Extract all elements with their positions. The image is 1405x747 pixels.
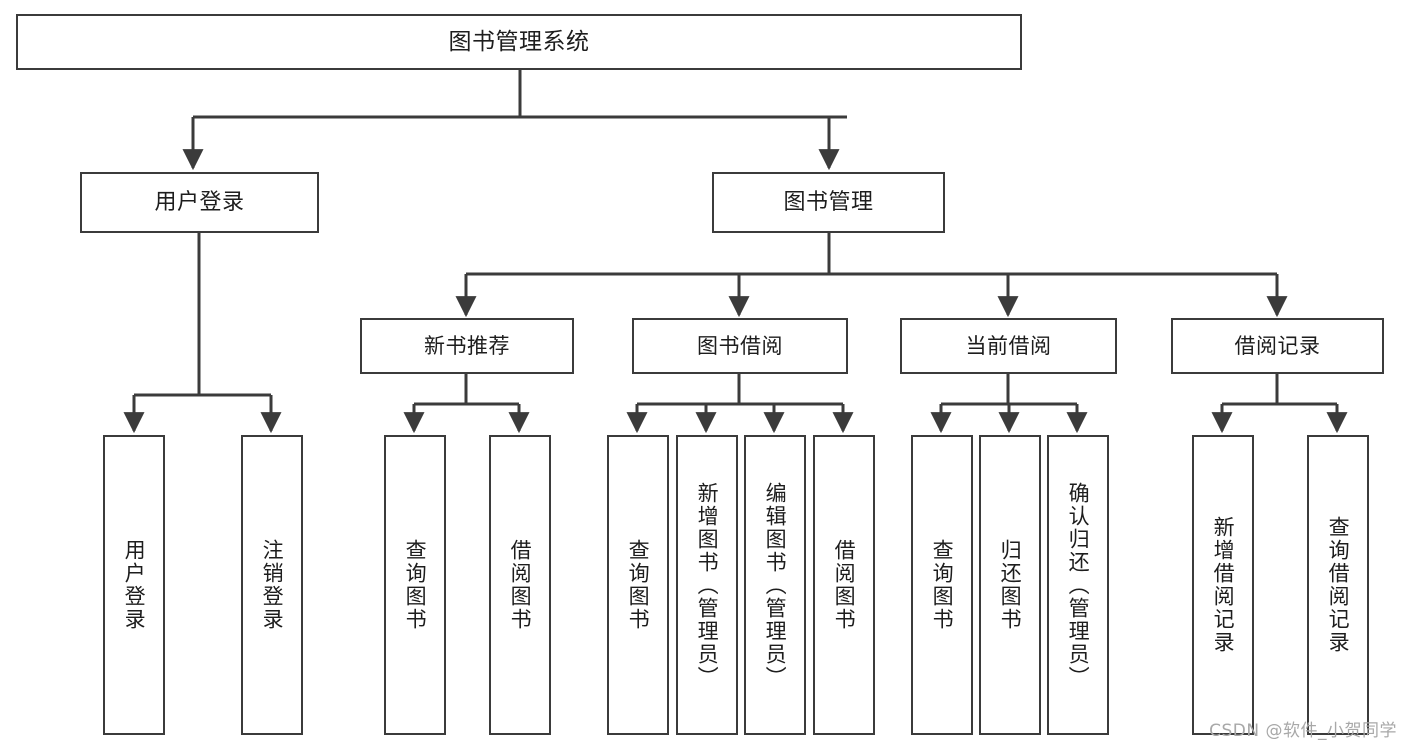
node-root-label: 图书管理系统	[448, 28, 590, 55]
node-leaf-query-book-2-label: 查询图书	[626, 539, 651, 631]
node-leaf-logout-login-label: 注销登录	[260, 539, 285, 631]
node-leaf-confirm-return-label: 确认归还（管理员）	[1066, 481, 1091, 689]
watermark: CSDN @软件_小贺同学	[1209, 721, 1397, 741]
node-borrow-record[interactable]: 借阅记录	[1171, 318, 1384, 374]
node-current-borrow-label: 当前借阅	[965, 333, 1052, 358]
node-leaf-logout-login[interactable]: 注销登录	[241, 435, 303, 735]
node-leaf-borrow-book-2[interactable]: 借阅图书	[813, 435, 875, 735]
node-leaf-return-book-label: 归还图书	[998, 539, 1023, 631]
node-new-book-recommend-label: 新书推荐	[424, 333, 510, 358]
node-leaf-return-book[interactable]: 归还图书	[979, 435, 1041, 735]
node-new-book-recommend[interactable]: 新书推荐	[360, 318, 574, 374]
node-leaf-borrow-book-1-label: 借阅图书	[508, 539, 533, 631]
node-leaf-query-book-1[interactable]: 查询图书	[384, 435, 446, 735]
node-leaf-query-book-1-label: 查询图书	[403, 539, 428, 631]
node-leaf-borrow-book-2-label: 借阅图书	[832, 539, 857, 631]
node-leaf-query-book-3-label: 查询图书	[930, 539, 955, 631]
node-leaf-query-record-label: 查询借阅记录	[1326, 516, 1351, 654]
node-leaf-add-record-label: 新增借阅记录	[1211, 516, 1236, 654]
node-borrow-record-label: 借阅记录	[1234, 333, 1321, 358]
node-leaf-edit-book[interactable]: 编辑图书（管理员）	[744, 435, 806, 735]
node-user-login-label: 用户登录	[154, 189, 245, 215]
node-leaf-user-login-label: 用户登录	[122, 539, 147, 631]
node-leaf-borrow-book-1[interactable]: 借阅图书	[489, 435, 551, 735]
node-leaf-add-book[interactable]: 新增图书（管理员）	[676, 435, 738, 735]
node-leaf-query-book-3[interactable]: 查询图书	[911, 435, 973, 735]
node-leaf-edit-book-label: 编辑图书（管理员）	[763, 481, 788, 689]
node-leaf-add-book-label: 新增图书（管理员）	[695, 481, 720, 689]
node-book-management-label: 图书管理	[783, 189, 874, 215]
node-leaf-add-record[interactable]: 新增借阅记录	[1192, 435, 1254, 735]
node-leaf-user-login[interactable]: 用户登录	[103, 435, 165, 735]
node-leaf-query-record[interactable]: 查询借阅记录	[1307, 435, 1369, 735]
node-book-borrow-label: 图书借阅	[697, 333, 783, 358]
node-current-borrow[interactable]: 当前借阅	[900, 318, 1117, 374]
node-leaf-confirm-return[interactable]: 确认归还（管理员）	[1047, 435, 1109, 735]
node-user-login[interactable]: 用户登录	[80, 172, 319, 233]
node-root[interactable]: 图书管理系统	[16, 14, 1022, 70]
node-book-borrow[interactable]: 图书借阅	[632, 318, 848, 374]
node-book-management[interactable]: 图书管理	[712, 172, 945, 233]
node-leaf-query-book-2[interactable]: 查询图书	[607, 435, 669, 735]
